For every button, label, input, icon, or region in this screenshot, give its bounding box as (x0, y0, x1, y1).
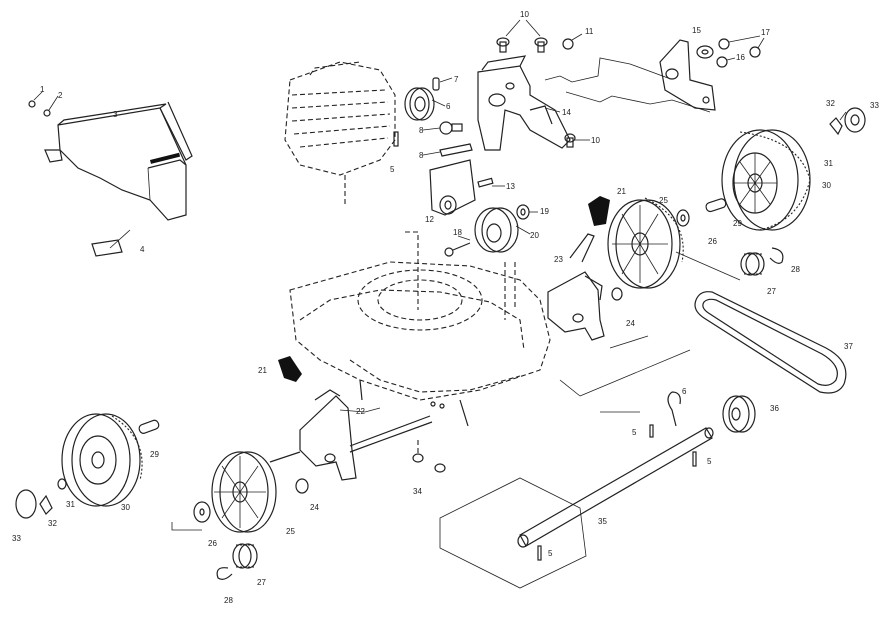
mower-deck (289, 231, 551, 427)
drive-gear-left (211, 451, 301, 533)
callout-1: 1 (40, 85, 45, 94)
callout-6: 6 (446, 102, 451, 111)
callout-20: 20 (530, 231, 539, 240)
bushing-29-right (705, 198, 727, 213)
hubcap-right (829, 107, 866, 136)
callout-33-left: 33 (12, 534, 21, 543)
callout-31-left: 31 (66, 500, 75, 509)
handle-pad-21-right (588, 196, 610, 226)
callout-29-right: 29 (733, 219, 742, 228)
callout-25-right: 25 (659, 196, 668, 205)
callout-32-left: 32 (48, 519, 57, 528)
callout-6-axle: 6 (682, 387, 687, 396)
handle-bracket (659, 35, 765, 111)
washer-26-right (676, 209, 690, 227)
callout-32-right: 32 (826, 99, 835, 108)
callout-8-lower: 8 (419, 151, 424, 160)
callout-26-left: 26 (208, 539, 217, 548)
bolt-pair (422, 121, 473, 157)
idler-arm (429, 159, 505, 216)
idler-pulley (474, 207, 531, 253)
clip-28-left (216, 567, 233, 580)
callout-5-axle-c: 5 (548, 549, 553, 558)
drive-belt (694, 291, 847, 394)
callout-5-axle-a: 5 (632, 428, 637, 437)
callout-27-left: 27 (257, 578, 266, 587)
callout-4: 4 (140, 245, 145, 254)
washer-24-right (611, 287, 623, 301)
callout-22: 22 (356, 407, 365, 416)
hubcap-left (15, 478, 67, 519)
callout-28-right: 28 (791, 265, 800, 274)
axle-shaft (517, 391, 714, 561)
callout-3: 3 (113, 110, 118, 119)
callout-27-right: 27 (767, 287, 776, 296)
callout-19: 19 (540, 207, 549, 216)
callout-29-left: 29 (150, 450, 159, 459)
rear-shield (44, 101, 193, 221)
washer-24-left (295, 478, 309, 494)
nuts-34 (412, 440, 446, 473)
bolts-top (496, 19, 590, 148)
callout-24-left: 24 (310, 503, 319, 512)
callout-12: 12 (425, 215, 434, 224)
axle-pulley (722, 395, 756, 433)
axle-bracket-right (547, 233, 605, 341)
callout-21-right: 21 (617, 187, 626, 196)
callout-23: 23 (554, 255, 563, 264)
callout-5: 5 (390, 165, 395, 174)
callout-11: 11 (585, 27, 594, 36)
pinion-27-right (740, 252, 765, 276)
callout-14: 14 (562, 108, 571, 117)
washer-26-left (193, 501, 211, 523)
callout-8: 8 (419, 126, 424, 135)
handle-pad-21-left (278, 356, 302, 382)
rear-wheel-right (721, 129, 811, 231)
callout-31-right: 31 (824, 159, 833, 168)
callout-30-right: 30 (822, 181, 831, 190)
callout-25-left: 25 (286, 527, 295, 536)
callout-2: 2 (58, 91, 63, 100)
bolt-18 (444, 235, 471, 257)
callout-21-left: 21 (258, 366, 267, 375)
decal-label (91, 229, 131, 257)
callout-15: 15 (692, 26, 701, 35)
callout-18: 18 (453, 228, 462, 237)
shield-screws (28, 91, 59, 117)
callout-7: 7 (454, 75, 459, 84)
callout-labels: 1 2 3 4 5 6 7 8 8 10 11 10 12 13 14 15 1… (12, 10, 879, 605)
bushing-29-left (138, 419, 160, 434)
callout-36: 36 (770, 404, 779, 413)
clip-28-right (769, 247, 784, 264)
callout-13: 13 (506, 182, 515, 191)
drive-gear-right (607, 197, 684, 289)
callout-5-axle-b: 5 (707, 457, 712, 466)
pinion-27-left (232, 543, 258, 569)
axle-bracket-left (299, 389, 433, 481)
rear-wheel-left (61, 413, 143, 507)
callout-28-left: 28 (224, 596, 233, 605)
callout-10: 10 (520, 10, 529, 19)
callout-34: 34 (413, 487, 422, 496)
callout-24-right: 24 (626, 319, 635, 328)
callout-10-lower: 10 (591, 136, 600, 145)
callout-17: 17 (761, 28, 770, 37)
callout-26-right: 26 (708, 237, 717, 246)
engine-pulley (404, 87, 446, 121)
idler-bracket (477, 55, 571, 151)
washer-19 (516, 204, 538, 220)
handle-dashlines (544, 57, 711, 113)
key-pin (432, 77, 453, 91)
callout-33-right: 33 (870, 101, 879, 110)
guide-lines (171, 251, 741, 589)
callout-16: 16 (736, 53, 745, 62)
callout-35: 35 (598, 517, 607, 526)
callout-30-left: 30 (121, 503, 130, 512)
pin-5-top (393, 131, 399, 147)
engine-outline (284, 61, 396, 205)
callout-37: 37 (844, 342, 853, 351)
